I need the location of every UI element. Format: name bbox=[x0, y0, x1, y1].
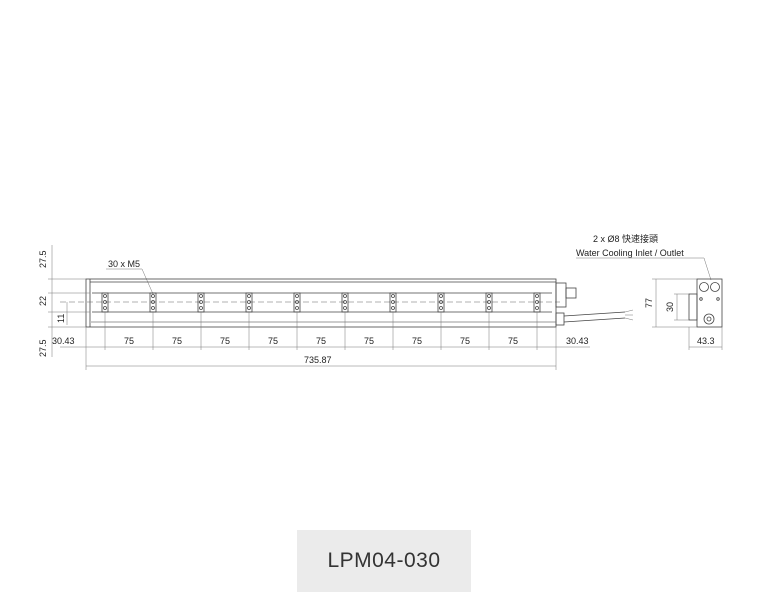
dim-bottom-margin: 27.5 bbox=[38, 339, 48, 357]
mounting-hole-group bbox=[293, 292, 301, 350]
mounting-hole-group bbox=[245, 292, 253, 350]
holes-callout: 30 x M5 bbox=[108, 259, 140, 269]
dim-pitch: 75 bbox=[364, 336, 374, 346]
water-callout-cn: 2 x Ø8 快速接頭 bbox=[593, 233, 658, 244]
horizontal-dimensions: 30.43 30.43 75 75 75 75 75 75 75 75 75 735.87 bbox=[52, 327, 590, 370]
water-callout-en: Water Cooling Inlet / Outlet bbox=[576, 248, 684, 258]
dim-pitch: 75 bbox=[412, 336, 422, 346]
dim-height: 22 bbox=[38, 296, 48, 306]
dim-side-width: 43.3 bbox=[697, 336, 715, 346]
mounting-hole-group bbox=[197, 292, 205, 350]
dim-side-inner: 30 bbox=[665, 302, 675, 312]
mounting-hole-group bbox=[341, 292, 349, 350]
dim-side-height: 77 bbox=[644, 298, 654, 308]
dim-pitch: 75 bbox=[316, 336, 326, 346]
dim-right-offset: 30.43 bbox=[566, 336, 589, 346]
dim-pitch: 75 bbox=[268, 336, 278, 346]
dim-pitch: 75 bbox=[124, 336, 134, 346]
mounting-hole-group bbox=[389, 292, 397, 350]
dim-pitch: 75 bbox=[172, 336, 182, 346]
dim-total-length: 735.87 bbox=[304, 355, 332, 365]
dim-pitch: 75 bbox=[460, 336, 470, 346]
mounting-hole-group bbox=[149, 292, 157, 350]
vertical-dimensions: 27.5 22 11 27.5 bbox=[38, 245, 90, 357]
dim-pitch: 75 bbox=[508, 336, 518, 346]
dim-top-margin: 27.5 bbox=[38, 250, 48, 268]
dim-half-height: 11 bbox=[56, 314, 66, 323]
dim-pitch: 75 bbox=[220, 336, 230, 346]
mounting-hole-group bbox=[437, 292, 445, 350]
mounting-hole-group bbox=[101, 292, 109, 350]
side-view: 2 x Ø8 快速接頭 Water Cooling Inlet / Outlet… bbox=[576, 233, 723, 350]
mounting-hole-group bbox=[533, 292, 541, 350]
mounting-hole-group bbox=[485, 292, 493, 350]
model-label-button[interactable]: LPM04-030 bbox=[297, 530, 471, 592]
front-view bbox=[60, 278, 634, 350]
dim-left-offset: 30.43 bbox=[52, 336, 75, 346]
